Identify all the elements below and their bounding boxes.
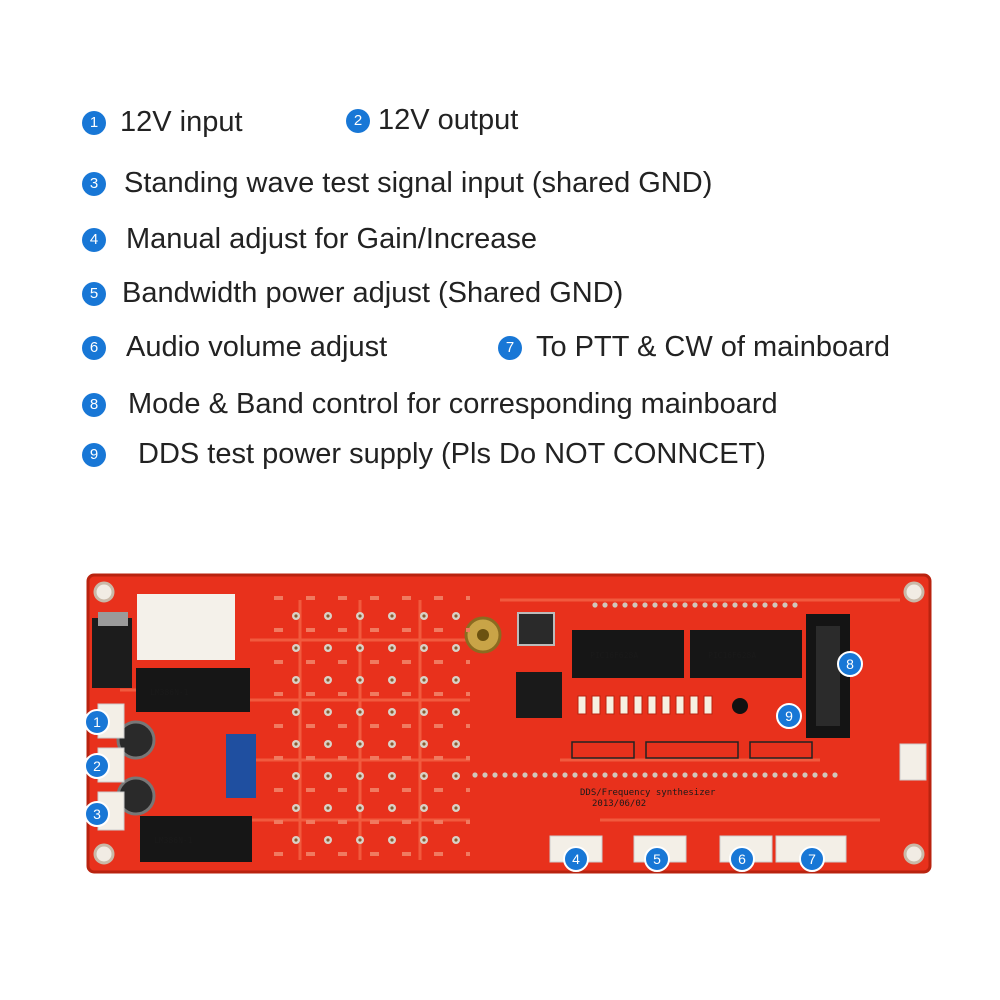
number-badge: 8 [82, 392, 106, 417]
svg-text:LM386N-1: LM386N-1 [150, 688, 189, 697]
number-badge: 7 [498, 335, 522, 360]
board-badge-9: 9 [776, 703, 802, 729]
legend-item-7: 7 To PTT & CW of mainboard [498, 331, 890, 364]
legend-text: Audio volume adjust [126, 331, 388, 363]
transistor [732, 698, 748, 714]
legend-text: 12V input [120, 106, 243, 138]
relay [226, 734, 256, 798]
pcb-silkscreen-date: 2013/06/02 [592, 799, 646, 809]
blank-label [137, 594, 235, 660]
ic-chip: PIC16F628A [572, 630, 684, 678]
board-badge-8: 8 [837, 651, 863, 677]
board-badge-1: 1 [84, 709, 110, 735]
number-badge: 5 [82, 281, 106, 306]
svg-text:2: 2 [93, 758, 101, 774]
legend-text: 12V output [378, 104, 519, 136]
legend-item-1: 1 12V input [82, 106, 243, 139]
legend-text: To PTT & CW of mainboard [536, 331, 891, 363]
number-badge: 9 [82, 442, 106, 467]
number-badge: 2 [346, 108, 370, 133]
mounting-hole [903, 581, 925, 603]
board-badge-2: 2 [84, 753, 110, 779]
capacitor [116, 720, 156, 760]
number-badge: 4 [82, 227, 106, 252]
number-badge: 6 [82, 335, 106, 360]
legend-text: Standing wave test signal input (shared … [124, 167, 713, 199]
svg-text:4: 4 [572, 851, 580, 867]
oscillator [517, 612, 555, 646]
legend-text: Bandwidth power adjust (Shared GND) [122, 277, 624, 309]
via-row [590, 598, 800, 608]
board-badge-7: 7 [799, 846, 825, 872]
ic-chip: LM386N-1 [136, 668, 250, 712]
number-badge: 1 [82, 110, 106, 135]
mounting-hole [903, 843, 925, 865]
svg-text:5: 5 [653, 851, 661, 867]
svg-text:PIC16F628A: PIC16F628A [708, 651, 756, 660]
legend-item-5: 5 Bandwidth power adjust (Shared GND) [82, 277, 623, 310]
via-row [470, 768, 840, 778]
board-badge-4: 4 [563, 846, 589, 872]
legend-text: DDS test power supply (Pls Do NOT CONNCE… [138, 438, 766, 470]
board-badge-6: 6 [729, 846, 755, 872]
pcb-silkscreen-title: DDS/Frequency synthesizer [580, 788, 716, 798]
ic-chip: PIC16F628A [690, 630, 802, 678]
pad-array [270, 590, 470, 860]
svg-text:LM386N-1: LM386N-1 [154, 836, 193, 845]
svg-text:8: 8 [846, 656, 854, 672]
legend-item-9: 9 DDS test power supply (Pls Do NOT CONN… [82, 438, 766, 471]
ic-chip: LM386N-1 [140, 816, 252, 862]
svg-text:PIC16F628A: PIC16F628A [590, 651, 638, 660]
pin-header [645, 741, 739, 759]
legend-item-6: 6 Audio volume adjust [82, 331, 387, 364]
jst-connector [899, 743, 927, 781]
legend-item-3: 3 Standing wave test signal input (share… [82, 167, 712, 200]
pin-header [749, 741, 813, 759]
dds-chip [516, 672, 562, 718]
mounting-hole [93, 843, 115, 865]
mounting-hole [93, 581, 115, 603]
legend-item-4: 4 Manual adjust for Gain/Increase [82, 223, 537, 256]
legend-item-2: 2 12V output [346, 104, 518, 137]
legend-text: Mode & Band control for corresponding ma… [128, 388, 778, 420]
svg-text:6: 6 [738, 851, 746, 867]
board-badge-5: 5 [644, 846, 670, 872]
voltage-regulator [92, 618, 132, 688]
svg-text:1: 1 [93, 714, 101, 730]
pin-header [571, 741, 635, 759]
svg-text:7: 7 [808, 851, 816, 867]
legend-text: Manual adjust for Gain/Increase [126, 223, 538, 255]
legend-item-8: 8 Mode & Band control for corresponding … [82, 388, 778, 421]
svg-text:9: 9 [785, 708, 793, 724]
svg-text:3: 3 [93, 806, 101, 822]
number-badge: 3 [82, 171, 106, 196]
board-badge-3: 3 [84, 801, 110, 827]
